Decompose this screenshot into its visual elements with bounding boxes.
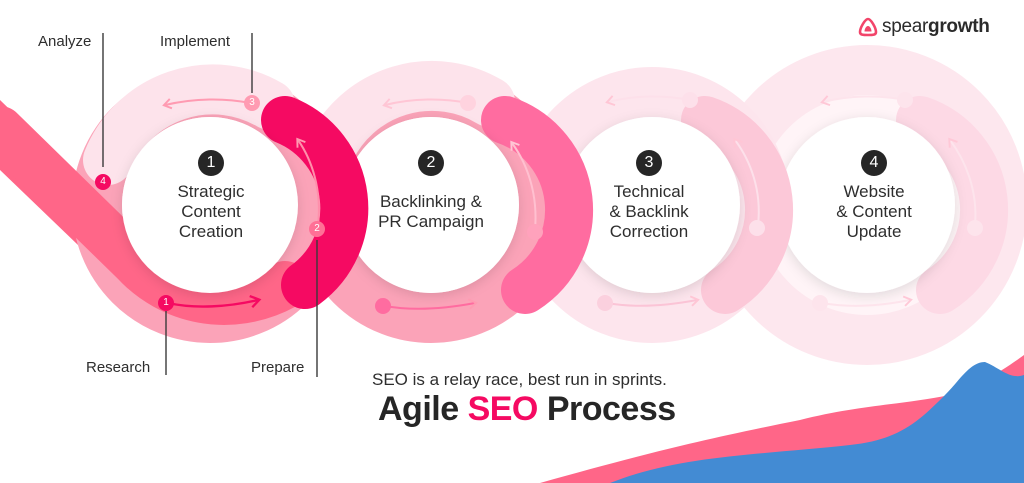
cycle-step-label-research: Research (86, 359, 151, 376)
page-title: Agile SEO Process (378, 390, 676, 428)
stage-4-ring (707, 45, 1024, 365)
stage-3-center: 3 Technical & Backlink Correction (564, 150, 734, 242)
stage-1-title: Strategic Content Creation (177, 182, 245, 241)
stage-3-number-badge: 3 (636, 150, 662, 176)
decorative-waves (540, 355, 1024, 483)
stage-2-number-badge: 2 (418, 150, 444, 176)
cycle-step-badge-3: 3 (244, 95, 260, 111)
cycle-step-badge-1: 1 (158, 295, 174, 311)
stage-4-number-badge: 4 (861, 150, 887, 176)
stage-1-ring (0, 64, 369, 343)
cycle-step-label-analyze: Analyze (38, 33, 92, 50)
leader-lines (102, 33, 318, 377)
spear-logo-icon (858, 17, 878, 37)
cycle-step-label-implement: Implement (160, 33, 231, 50)
stage-3-title: Technical & Backlink Correction (609, 182, 689, 241)
cycle-step-badge-4: 4 (95, 174, 111, 190)
stage-1-center: 1 Strategic Content Creation (126, 150, 296, 242)
page-title-accent: SEO (467, 390, 539, 428)
stage-2-center: 2 Backlinking & PR Campaign (346, 150, 516, 232)
cycle-step-label-prepare: Prepare (251, 359, 305, 376)
brand-name: speargrowth (882, 16, 990, 37)
stage-1-number-badge: 1 (198, 150, 224, 176)
stage-4-title: Website & Content Update (836, 182, 912, 241)
cycle-step-badge-2: 2 (309, 221, 325, 237)
stage-2-title: Backlinking & PR Campaign (378, 192, 484, 231)
brand-logo: speargrowth (858, 16, 990, 38)
stage-4-center: 4 Website & Content Update (789, 150, 959, 242)
tagline: SEO is a relay race, best run in sprints… (372, 370, 667, 389)
